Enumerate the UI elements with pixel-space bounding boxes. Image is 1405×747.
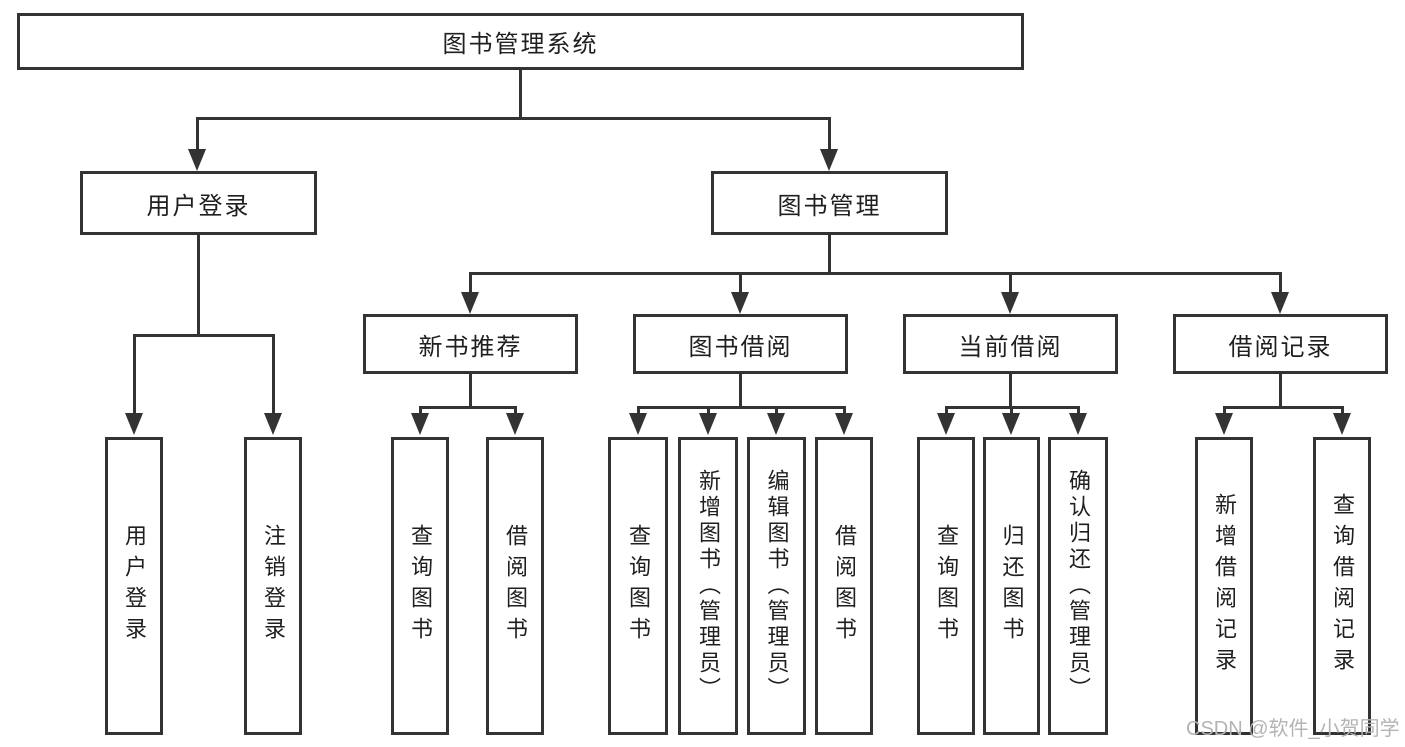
leaf-label: 新增图书（管理员）: [696, 469, 721, 703]
arrow-down-icon: [461, 292, 479, 314]
leaf-label: 查询借阅记录: [1330, 493, 1355, 679]
leaf-edit-books-admin: 编辑图书（管理员）: [747, 437, 806, 735]
leaf-label: 编辑图书（管理员）: [764, 469, 790, 703]
leaf-add-books-admin: 新增图书（管理员）: [678, 437, 738, 735]
connector-line: [469, 272, 472, 296]
leaf-confirm-return-admin: 确认归还（管理员）: [1048, 437, 1108, 735]
node-new-book-recommend: 新书推荐: [363, 314, 578, 374]
leaf-query-books-3: 查询图书: [917, 437, 975, 735]
leaf-logout: 注销登录: [244, 437, 302, 735]
connector-line: [828, 235, 831, 275]
leaf-label: 注销登录: [261, 524, 286, 648]
node-label: 新书推荐: [418, 333, 523, 361]
arrow-down-icon: [188, 149, 206, 171]
leaf-label: 归还图书: [999, 524, 1025, 648]
connector-line: [419, 406, 516, 409]
node-user-login: 用户登录: [80, 171, 317, 235]
leaf-label: 查询图书: [626, 524, 651, 648]
node-current-borrow: 当前借阅: [903, 314, 1118, 374]
leaf-add-borrow-record: 新增借阅记录: [1195, 437, 1253, 735]
connector-line: [133, 334, 274, 337]
node-label: 借阅记录: [1228, 333, 1333, 361]
connector-line: [133, 334, 136, 414]
leaf-label: 借阅图书: [832, 524, 857, 648]
arrow-down-icon: [937, 413, 955, 435]
arrow-down-icon: [264, 413, 282, 435]
connector-line: [469, 272, 1282, 275]
connector-line: [197, 235, 200, 336]
node-borrow-records: 借阅记录: [1173, 314, 1388, 374]
node-label: 图书管理: [777, 192, 882, 220]
connector-line: [469, 374, 472, 408]
arrow-down-icon: [699, 413, 717, 435]
arrow-down-icon: [1069, 413, 1087, 435]
arrow-down-icon: [1271, 292, 1289, 314]
arrow-down-icon: [125, 413, 143, 435]
leaf-label: 查询图书: [934, 524, 959, 648]
connector-line: [739, 374, 742, 408]
arrow-down-icon: [411, 413, 429, 435]
node-book-borrow: 图书借阅: [633, 314, 848, 374]
arrow-down-icon: [1333, 413, 1351, 435]
connector-line: [272, 334, 275, 414]
arrow-down-icon: [629, 413, 647, 435]
arrow-down-icon: [1001, 292, 1019, 314]
connector-line: [519, 69, 522, 119]
connector-line: [1223, 406, 1342, 409]
leaf-label: 用户登录: [122, 524, 147, 648]
leaf-query-books-2: 查询图书: [608, 437, 668, 735]
connector-line: [1279, 272, 1282, 296]
leaf-query-borrow-record: 查询借阅记录: [1313, 437, 1371, 735]
leaf-label: 确认归还（管理员）: [1066, 469, 1091, 703]
connector-line: [196, 117, 831, 120]
arrow-down-icon: [820, 149, 838, 171]
leaf-label: 新增借阅记录: [1212, 493, 1237, 679]
arrow-down-icon: [835, 413, 853, 435]
node-label: 图书借阅: [688, 333, 793, 361]
leaf-label: 查询图书: [408, 524, 433, 648]
node-label: 用户登录: [146, 192, 251, 220]
connector-line: [637, 406, 845, 409]
connector-line: [739, 272, 742, 296]
connector-line: [1009, 374, 1012, 408]
leaf-borrow-books-2: 借阅图书: [815, 437, 873, 735]
arrow-down-icon: [1215, 413, 1233, 435]
node-root-label: 图书管理系统: [442, 31, 599, 58]
node-label: 当前借阅: [958, 333, 1063, 361]
leaf-user-login: 用户登录: [105, 437, 163, 735]
arrow-down-icon: [731, 292, 749, 314]
connector-line: [1009, 272, 1012, 296]
leaf-borrow-books-1: 借阅图书: [486, 437, 544, 735]
arrow-down-icon: [767, 413, 785, 435]
node-root: 图书管理系统: [17, 13, 1024, 70]
connector-line: [1279, 374, 1282, 408]
leaf-return-books: 归还图书: [983, 437, 1040, 735]
node-book-management: 图书管理: [711, 171, 948, 235]
leaf-label: 借阅图书: [503, 524, 528, 648]
leaf-query-books-1: 查询图书: [391, 437, 449, 735]
arrow-down-icon: [1002, 413, 1020, 435]
arrow-down-icon: [506, 413, 524, 435]
connector-line: [828, 117, 831, 151]
watermark-text: CSDN @软件_小贺同学: [1186, 718, 1400, 740]
connector-line: [196, 117, 199, 151]
